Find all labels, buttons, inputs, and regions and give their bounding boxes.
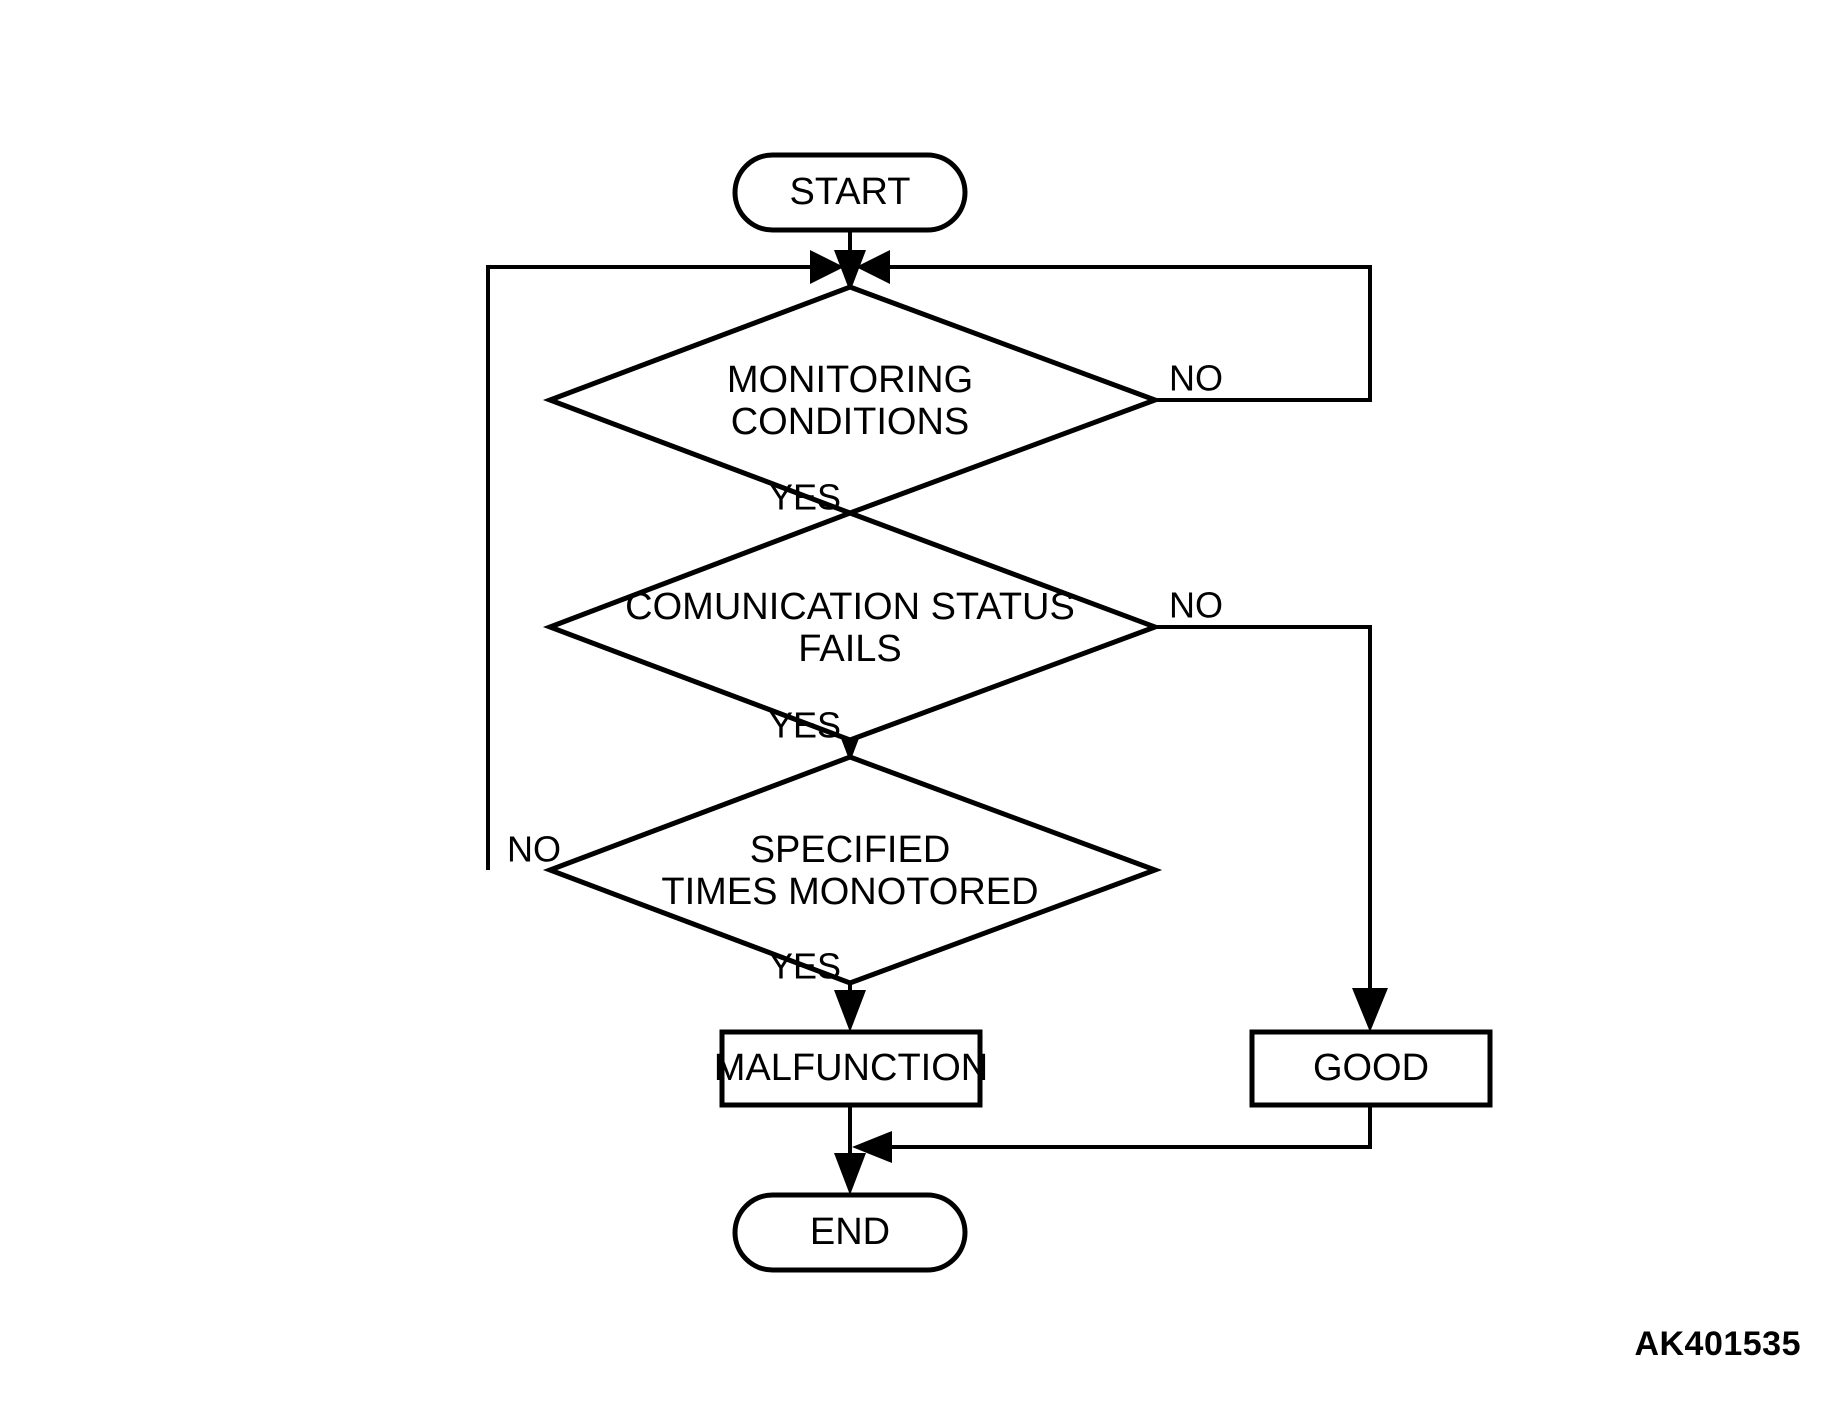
edge-label-d2-no: NO <box>1169 585 1223 626</box>
decision-1-label-line1: MONITORING <box>727 359 973 401</box>
edge-good-to-end-merge <box>866 1105 1372 1149</box>
edge-d1-no-feedback-rail <box>864 265 1372 402</box>
malfunction-box-shape <box>719 1029 983 1108</box>
node-decision-communication-status-fails[interactable]: COMUNICATION STATUS FAILS <box>542 510 1163 743</box>
end-terminator-shape <box>732 1192 968 1273</box>
malfunction-label: MALFUNCTION <box>714 1047 988 1089</box>
arrowhead-malfunction-in <box>834 990 866 1032</box>
decision-2-label-line2: FAILS <box>798 628 902 670</box>
start-terminator-shape <box>732 152 968 233</box>
good-label: GOOD <box>1313 1047 1429 1089</box>
edge-label-d3-yes: YES <box>769 946 841 987</box>
arrowhead-end-in <box>834 1153 866 1195</box>
node-decision-monitoring-conditions[interactable]: MONITORING CONDITIONS <box>542 284 1163 516</box>
edge-d2-no-to-good <box>1155 625 1372 1010</box>
edge-label-d3-no: NO <box>507 829 561 870</box>
decision-3-shape <box>542 754 1163 986</box>
node-good[interactable]: GOOD <box>1249 1029 1493 1108</box>
arrowhead-left-feedback <box>810 250 844 284</box>
arrowhead-good-in <box>1352 988 1388 1032</box>
decision-3-label-line1: SPECIFIED <box>750 829 951 871</box>
edge-label-d2-yes: YES <box>769 705 841 746</box>
reference-code: AK401535 <box>1634 1325 1801 1363</box>
node-start[interactable]: START <box>732 152 968 233</box>
arrowhead-right-feedback <box>856 250 890 284</box>
arrowhead-good-merge <box>852 1131 892 1163</box>
arrowhead-d1-in <box>834 250 866 292</box>
decision-3-label-line2: TIMES MONOTORED <box>661 871 1038 913</box>
edge-label-d1-yes: YES <box>769 477 841 518</box>
edge-d3-no-feedback-rail <box>486 265 836 870</box>
decision-2-shape <box>542 510 1163 743</box>
decision-1-label-line2: CONDITIONS <box>731 401 970 443</box>
node-malfunction[interactable]: MALFUNCTION <box>714 1029 988 1108</box>
node-decision-specified-times-monitored[interactable]: SPECIFIED TIMES MONOTORED <box>542 754 1163 986</box>
start-label: START <box>789 171 910 213</box>
good-box-shape <box>1249 1029 1493 1108</box>
end-label: END <box>810 1211 890 1253</box>
decision-2-label-line1: COMUNICATION STATUS <box>625 586 1075 628</box>
edge-label-d1-no: NO <box>1169 358 1223 399</box>
node-end[interactable]: END <box>732 1192 968 1273</box>
